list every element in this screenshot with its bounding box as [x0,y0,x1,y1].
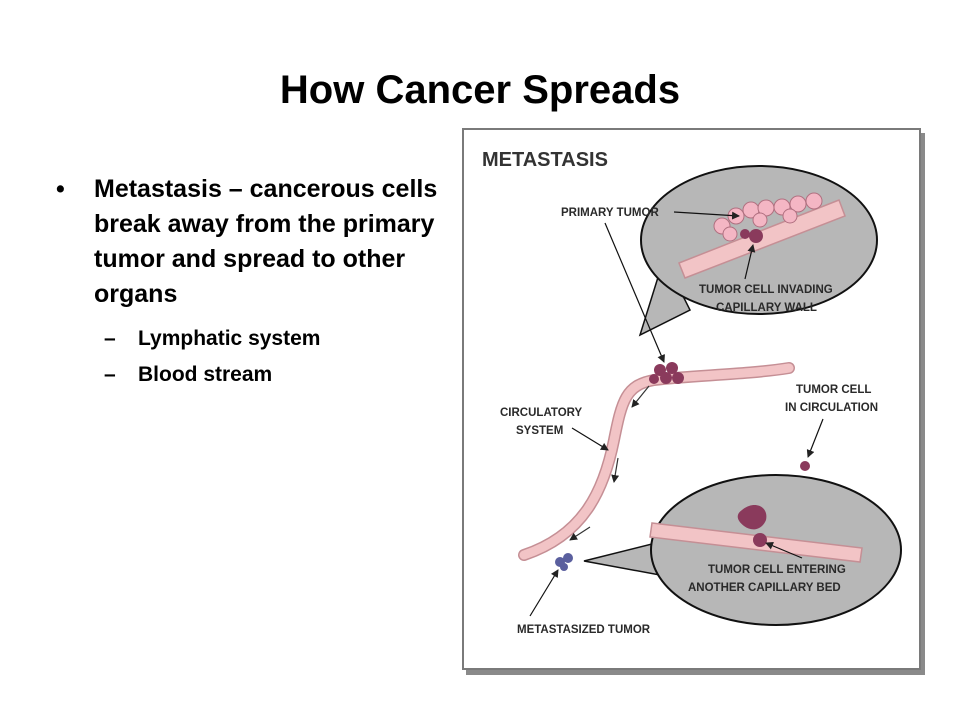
vessel-fill [519,363,794,560]
pointer-arrow [744,244,756,280]
metastasis-figure: METASTASIS [462,128,921,670]
pointer-arrow [806,418,824,458]
label-entering-line1: TUMOR CELL ENTERING [708,564,846,576]
lower-magnified-bubble [583,474,902,626]
sub-bullet-list: – Lymphatic system – Blood stream [56,322,456,392]
metastasis-diagram: METASTASIS [482,149,902,636]
sub-bullet-marker: – [104,327,116,350]
pointer-arrow [529,569,559,617]
pointer-arrow [673,211,740,220]
invading-tumor-cell [740,229,750,239]
tumor-cell [563,553,573,563]
label-invading-line1: TUMOR CELL INVADING [699,284,833,296]
flow-arrow [631,385,650,408]
label-in-circulation-line1: TUMOR CELL [796,384,871,396]
tumor-cell [722,226,738,242]
tumor-cell [789,195,807,213]
tumor-cell-entering [737,505,767,530]
flow-arrow [611,457,620,483]
primary-tumor-site [649,362,684,384]
bullet-marker: • [56,175,65,203]
tumor-cell [782,208,798,224]
bullet-list: • Metastasis – cancerous cells break awa… [56,172,456,392]
label-primary-tumor: PRIMARY TUMOR [561,207,659,219]
sub-bullet-item: – Blood stream [56,358,456,392]
sub-bullet-text: Lymphatic system [138,327,321,350]
metastasized-tumor-site [555,553,573,571]
upper-magnified-bubble [638,165,878,337]
bullet-item: • Metastasis – cancerous cells break awa… [56,172,456,312]
sub-bullet-text: Blood stream [138,363,273,386]
circulatory-vessel [518,362,795,561]
flow-arrow [569,526,591,541]
label-circulatory-line2: SYSTEM [516,425,563,437]
invading-tumor-cell [749,229,763,243]
tumor-cell [672,372,684,384]
bullet-text: Metastasis – cancerous cells break away … [94,175,438,308]
sub-bullet-item: – Lymphatic system [56,322,456,356]
tumor-cell [752,212,768,228]
tumor-cell-entering [753,533,767,547]
label-entering-line2: ANOTHER CAPILLARY BED [688,582,841,594]
pointer-arrow [765,542,803,559]
label-invading-line2: CAPILLARY WALL [716,302,817,314]
tumor-cell [660,372,672,384]
tumor-cell [649,374,659,384]
circulating-tumor-cell [800,461,810,471]
pointer-arrow [571,427,609,451]
pointer-arrow [604,222,665,363]
label-circulatory-line1: CIRCULATORY [500,407,583,419]
label-metastasized-tumor: METASTASIZED TUMOR [517,624,651,636]
tumor-cell [560,563,568,571]
tumor-cell [666,362,678,374]
slide-title: How Cancer Spreads [279,68,681,112]
label-in-circulation-line2: IN CIRCULATION [785,402,878,414]
figure-title: METASTASIS [482,149,608,171]
sub-bullet-marker: – [104,363,116,386]
tumor-cell [805,192,823,210]
